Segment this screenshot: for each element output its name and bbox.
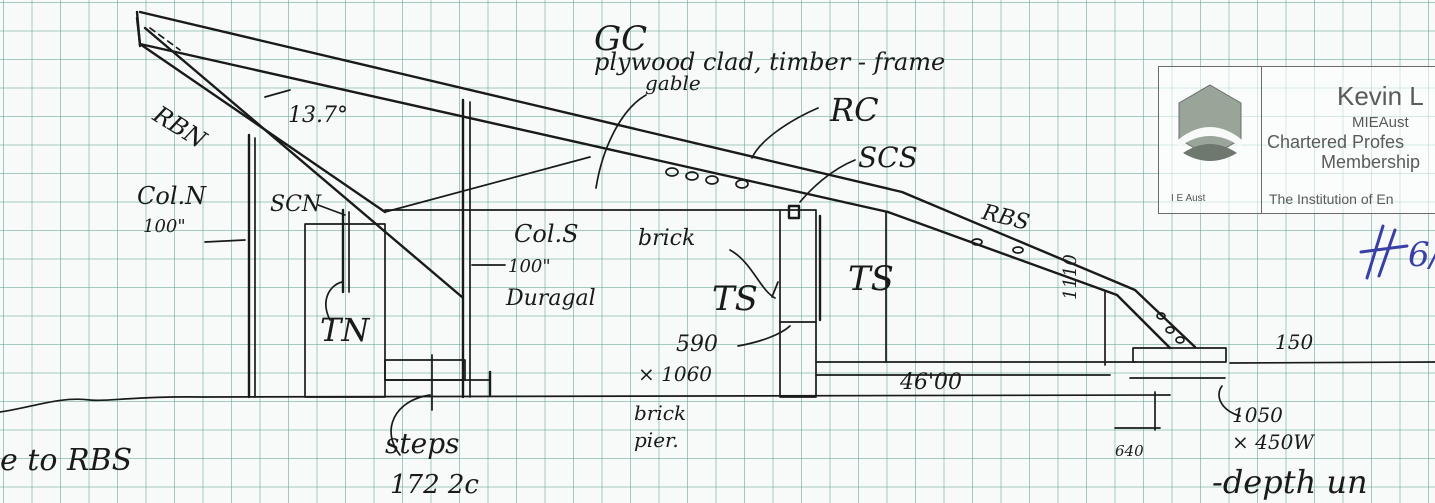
south-pier: [779, 209, 817, 398]
label-depth-note: -depth un: [1212, 463, 1368, 501]
tie-beam: [384, 156, 591, 213]
rbs-brace: [886, 210, 1172, 350]
label-ts-left: TS: [712, 279, 758, 319]
bolt-hole: [1175, 336, 1185, 344]
label-gc: GC: [594, 19, 648, 59]
label-scn: SCN: [270, 192, 322, 217]
leader-coln: [204, 239, 246, 243]
label-brick-pier-1: brick: [634, 401, 687, 425]
label-ts-right: TS: [848, 259, 894, 299]
leader-scn: [317, 204, 346, 216]
stamp-logo-text: I E Aust: [1171, 193, 1206, 204]
label-tn: TN: [320, 311, 370, 349]
leader-ts: [771, 281, 779, 298]
leader-scs: [799, 159, 856, 203]
leader-steps: [390, 394, 431, 456]
bolt-hole: [665, 167, 679, 177]
leader-1050: [1218, 385, 1241, 417]
signature-date: 6/: [1408, 235, 1435, 275]
label-dim-450w: × 450W: [1232, 430, 1314, 454]
leader-brick: [729, 249, 776, 299]
engineer-signature: [1359, 224, 1409, 280]
engineer-stamp: I E Aust Kevin L MIEAust Chartered Profe…: [1158, 66, 1435, 214]
south-pier-cap: [787, 204, 801, 220]
label-dim-150: 150: [1275, 330, 1314, 354]
label-brick-pier-2: pier.: [634, 428, 679, 452]
roof-rafter: [138, 10, 1197, 349]
ground-line: [0, 361, 1435, 413]
rafter-dashed-detail: [149, 27, 181, 51]
stamp-title: MIEAust: [1352, 114, 1409, 131]
leader-gc: [595, 94, 647, 189]
label-angle: 13.7°: [288, 103, 348, 128]
bolt-hole: [705, 175, 719, 185]
label-coln-size: 100": [143, 216, 186, 237]
label-steps: steps: [385, 427, 460, 460]
leader-rc: [751, 107, 819, 159]
label-gc-desc-1: plywood clad, timber - frame: [594, 48, 946, 76]
label-steps-note: 172 2c: [390, 470, 479, 500]
label-dim-590: 590: [676, 332, 718, 357]
steps-box: [384, 359, 466, 381]
bolt-hole: [1156, 312, 1166, 320]
south-footing: [1132, 347, 1227, 363]
hexagon-logo-icon: [1178, 84, 1242, 161]
label-cols-material: Duragal: [506, 286, 596, 311]
label-coln: Col.N: [137, 182, 207, 210]
label-scs: SCS: [858, 141, 918, 174]
bolt-hole: [971, 238, 983, 246]
label-dim-1110: 1110: [1060, 254, 1081, 300]
label-gc-desc-2: gable: [645, 71, 701, 95]
stamp-line4: Membership: [1321, 152, 1421, 172]
label-dim-4600: 46'00: [900, 370, 963, 395]
label-left-note: e to RBS: [0, 443, 133, 478]
rbn-brace: [143, 26, 464, 299]
label-cols: Col.S: [514, 220, 579, 248]
stamp-line5: The Institution of En: [1269, 191, 1394, 207]
stamp-name: Kevin L: [1337, 81, 1424, 111]
label-rc: RC: [830, 91, 879, 129]
label-dim-1050: 1050: [1232, 403, 1283, 427]
ieaust-logo: I E Aust: [1159, 67, 1262, 213]
label-brick: brick: [638, 226, 696, 251]
label-cols-size: 100": [508, 256, 551, 277]
stamp-line3: Chartered Profes: [1267, 132, 1405, 152]
leader-590: [737, 325, 791, 347]
bolt-hole: [735, 179, 749, 189]
label-dim-1060: × 1060: [638, 362, 713, 386]
label-dim-640: 640: [1115, 442, 1144, 460]
bolt-hole: [1012, 246, 1024, 254]
rafter-end-left: [135, 10, 142, 48]
rbn-brace-lower: [138, 42, 387, 214]
leader-tn: [325, 281, 343, 321]
north-pier: [304, 223, 386, 398]
bolt-hole: [685, 171, 699, 181]
angle-arc: [264, 89, 291, 98]
bolt-hole: [1165, 326, 1175, 334]
